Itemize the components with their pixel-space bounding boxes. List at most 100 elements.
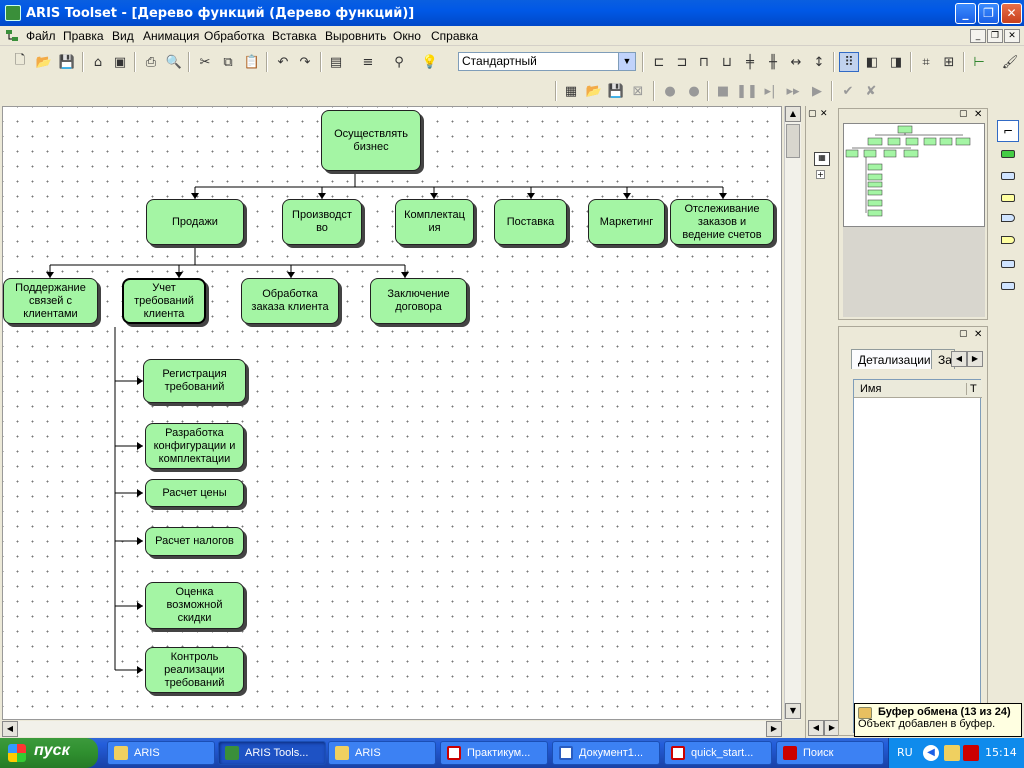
report-icon[interactable]: ▦ [564,83,578,99]
copy-icon[interactable]: ⧉ [223,54,233,70]
send-back-icon[interactable]: ◨ [889,54,903,70]
task-search[interactable]: Поиск [776,741,884,765]
event-shape-icon[interactable] [1001,172,1015,180]
node-price-calc[interactable]: Расчет цены [145,479,244,507]
save-icon[interactable]: 💾 [58,54,76,70]
object-icon[interactable]: ● [664,83,676,99]
align-right-icon[interactable]: ⊐ [676,54,688,70]
vertical-scrollbar[interactable]: ▲ ▼ [784,106,801,720]
cancel-x-icon[interactable]: ✘ [865,83,877,99]
properties-icon[interactable]: ▤ [329,54,343,70]
layout-icon[interactable]: ⊢ [973,54,985,70]
scroll-up-icon[interactable]: ▲ [785,106,801,122]
scroll-left-icon[interactable]: ◀ [2,721,18,737]
function-shape-icon[interactable] [1001,150,1015,158]
cut-icon[interactable]: ✂ [199,54,211,70]
menu-help[interactable]: Справка [431,29,479,43]
group-icon[interactable]: ⌗ [922,54,930,70]
close-button[interactable]: ✕ [1001,3,1022,24]
check-icon[interactable]: ✔ [842,83,854,99]
chevron-down-icon[interactable]: ▼ [618,53,635,70]
column-header-type[interactable]: Т [966,383,977,395]
tab-details[interactable]: Детализации [851,349,938,369]
menu-align[interactable]: Выровнить [325,29,387,43]
format-icon[interactable]: ≡ [362,54,374,70]
navigator-thumbnail[interactable] [843,123,985,227]
connector-tool-icon[interactable]: ⌐ [997,120,1019,142]
node-marketing[interactable]: Маркетинг [588,199,665,245]
scroll-thumb[interactable] [786,124,800,158]
node-customer-requirements[interactable]: Учет требований клиента [122,278,206,324]
node-order-tracking[interactable]: Отслеживание заказов и ведение счетов [670,199,774,245]
node-req-control[interactable]: Контроль реализации требований [145,647,244,693]
model-tree-icon[interactable]: ▦ [814,152,830,166]
task-practicum-pdf[interactable]: Практикум... [440,741,548,765]
mdi-close-button[interactable]: ✕ [1004,29,1020,43]
pause-icon[interactable]: ❚❚ [736,83,758,99]
explorer-icon[interactable]: ▣ [113,54,127,70]
org-unit-shape-icon[interactable] [1001,194,1015,202]
expand-icon[interactable]: + [816,170,825,179]
tab-scroll-left-icon[interactable]: ◀ [951,351,967,367]
center-horizontal-icon[interactable]: ╪ [746,54,754,70]
minimize-button[interactable]: _ [955,3,976,24]
align-left-icon[interactable]: ⊏ [653,54,665,70]
center-vertical-icon[interactable]: ╫ [769,54,777,70]
node-delivery[interactable]: Поставка [494,199,567,245]
open-icon[interactable]: 📂 [35,54,53,70]
task-aris-folder-1[interactable]: ARIS [107,741,215,765]
language-indicator[interactable]: RU [897,746,913,759]
space-horizontal-icon[interactable]: ↔ [790,54,802,70]
menu-animation[interactable]: Анимация [143,29,200,43]
menu-edit[interactable]: Правка [63,29,104,43]
mdi-restore-button[interactable]: ❐ [987,29,1003,43]
search-icon[interactable]: ⚲ [394,54,404,70]
node-contract[interactable]: Заключение договора [370,278,467,324]
node-production[interactable]: Производст во [282,199,362,245]
grid-icon[interactable]: ⠿ [839,52,859,72]
menu-file[interactable]: Файл [26,29,56,43]
node-root[interactable]: Осуществлять бизнес [321,110,421,171]
node-assembly[interactable]: Комплектац ия [395,199,474,245]
node-customer-relations[interactable]: Поддержание связей с клиентами [3,278,98,324]
node-discount[interactable]: Оценка возможной скидки [145,582,244,629]
space-vertical-icon[interactable]: ↕ [813,54,825,70]
cluster-shape-icon[interactable] [1001,260,1015,268]
connection-icon[interactable]: ● [688,83,700,99]
panel-pin-icon[interactable]: ▢ [959,109,968,119]
tray-expand-icon[interactable]: ◀ [923,745,939,761]
align-bottom-icon[interactable]: ⊔ [721,54,733,70]
stop-icon[interactable]: ■ [716,83,730,99]
style-select[interactable]: Стандартный ▼ [458,52,636,71]
undo-icon[interactable]: ↶ [277,54,289,70]
step-icon[interactable]: ▸| [764,83,776,99]
play-icon[interactable]: ▶ [812,83,822,99]
print-preview-icon[interactable]: 🔍 [165,54,183,70]
print-icon[interactable]: ⎙ [145,54,157,70]
clipboard-tray-icon[interactable] [944,745,960,761]
menu-window[interactable]: Окно [393,29,421,43]
scroll-left-icon[interactable]: ◀ [808,720,824,736]
hint-lightbulb-icon[interactable]: 💡 [421,54,439,70]
redo-icon[interactable]: ↷ [299,54,311,70]
fast-forward-icon[interactable]: ▸▸ [786,83,800,99]
dock-pin-icon[interactable]: ▢ [808,109,817,119]
bring-front-icon[interactable]: ◧ [865,54,879,70]
technical-term-shape-icon[interactable] [1001,282,1015,290]
node-order-processing[interactable]: Обработка заказа клиента [241,278,339,324]
start-button[interactable]: пуск [0,738,98,768]
node-req-registration[interactable]: Регистрация требований [143,359,246,403]
panel-close-icon[interactable]: ✕ [974,329,983,340]
node-tax-calc[interactable]: Расчет налогов [145,527,244,556]
menu-processing[interactable]: Обработка [204,29,265,43]
tab-scroll-right-icon[interactable]: ▶ [967,351,983,367]
scroll-down-icon[interactable]: ▼ [785,703,801,719]
open-animation-icon[interactable]: 📂 [585,83,603,99]
ungroup-icon[interactable]: ⊞ [943,54,955,70]
menu-insert[interactable]: Вставка [272,29,317,43]
acrobat-tray-icon[interactable] [963,745,979,761]
panel-pin-icon[interactable]: ▢ [959,329,968,339]
task-document1[interactable]: Документ1... [552,741,660,765]
task-aris-toolset[interactable]: ARIS Tools... [218,741,326,765]
task-aris-folder-2[interactable]: ARIS [328,741,436,765]
